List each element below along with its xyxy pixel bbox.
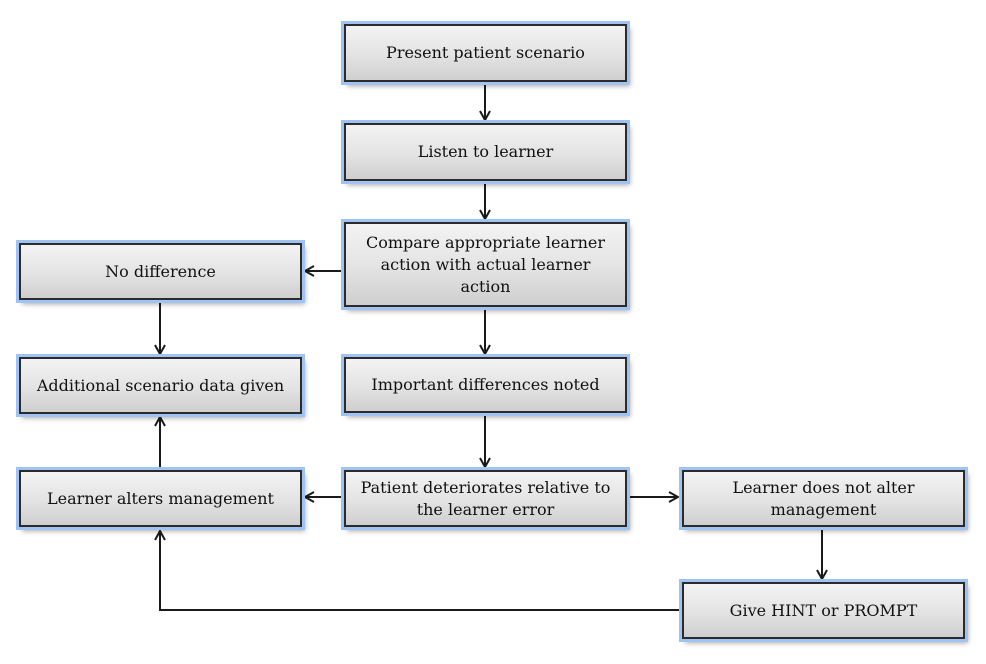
node-label: Patient deteriorates relative to the lea…	[360, 477, 611, 519]
node-label: Additional scenario data given	[36, 375, 285, 395]
node-learner-alters-management: Learner alters management	[19, 470, 302, 527]
node-label: Listen to learner	[417, 142, 554, 161]
node-present-patient-scenario: Present patient scenario	[344, 24, 627, 82]
node-label: Learner does not alter management	[732, 477, 915, 519]
node-label: Present patient scenario	[386, 43, 585, 62]
node-compare-actions: Compare appropriate learner action with …	[344, 222, 627, 307]
node-label: Important differences noted	[371, 375, 600, 394]
node-patient-deteriorates: Patient deteriorates relative to the lea…	[344, 470, 627, 527]
node-label: No difference	[105, 261, 216, 281]
node-learner-does-not-alter: Learner does not alter management	[682, 470, 965, 527]
node-important-differences: Important differences noted	[344, 357, 627, 413]
node-label: Compare appropriate learner action with …	[365, 232, 606, 296]
node-listen-to-learner: Listen to learner	[344, 123, 627, 181]
node-give-hint-or-prompt: Give HINT or PROMPT	[682, 582, 965, 639]
node-label: Give HINT or PROMPT	[729, 600, 918, 620]
node-label: Learner alters management	[47, 488, 274, 508]
node-additional-scenario-data: Additional scenario data given	[19, 357, 302, 414]
node-no-difference: No difference	[19, 243, 302, 300]
arrow-hint-to-alters	[160, 531, 682, 611]
